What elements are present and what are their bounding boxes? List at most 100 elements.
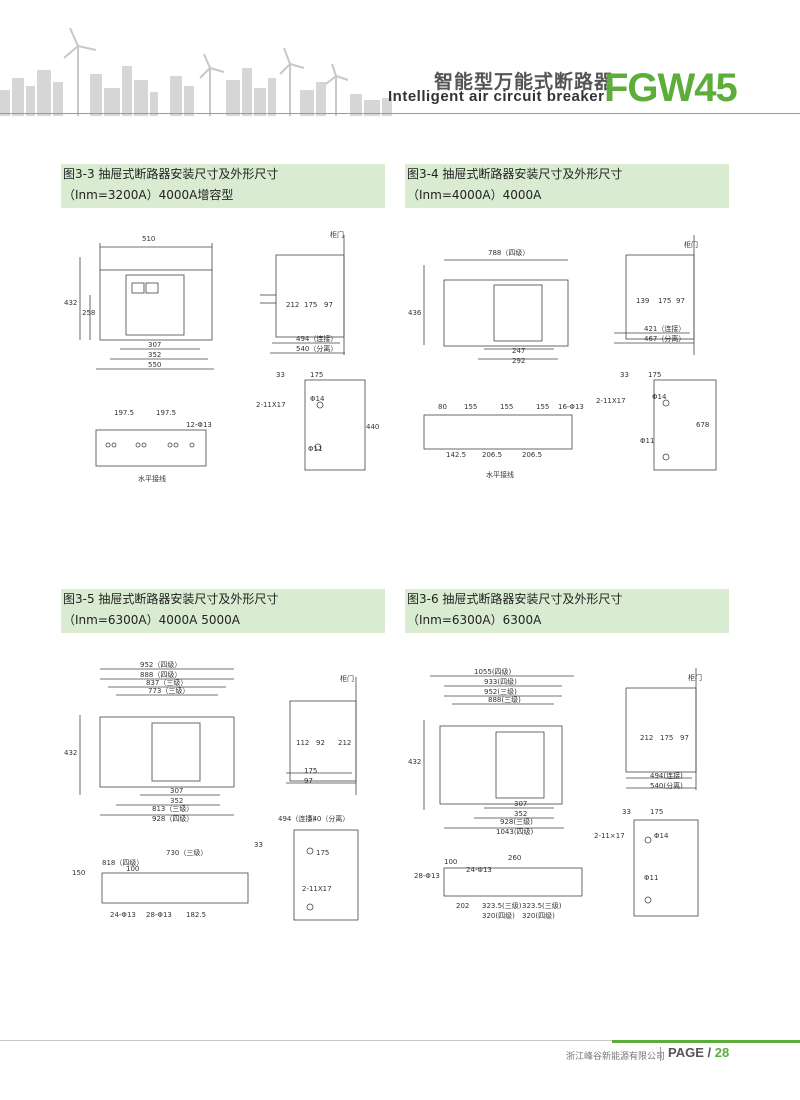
dim-label: 92 — [316, 739, 325, 747]
section-title-line1: 图3-4 抽屉式断路器安装尺寸及外形尺寸 — [407, 167, 623, 181]
dim-label: 432 — [64, 749, 77, 757]
dim-label: 197.5 — [156, 409, 176, 417]
dim-label: Φ11 — [644, 874, 658, 882]
dim-label: 540（分离） — [296, 344, 337, 353]
dim-label: 175 — [648, 371, 661, 379]
dim-label: 175 — [304, 301, 317, 309]
dim-label: 888(三级) — [488, 695, 521, 704]
footer-accent-bar — [612, 1040, 800, 1043]
dim-label: 307 — [514, 800, 527, 808]
header-title-cn: 智能型万能式断路器 — [434, 71, 615, 93]
dim-label: 436 — [408, 309, 422, 317]
section-title-line1: 图3-3 抽屉式断路器安装尺寸及外形尺寸 — [63, 167, 279, 181]
city-skyline-wind-turbine-icon — [0, 28, 392, 116]
dim-label: 952(三级) — [484, 687, 517, 696]
section-title-line2: （Inm=3200A）4000A增容型 — [63, 188, 234, 202]
dim-label: 788（四级） — [488, 248, 529, 257]
dim-label: 494（连接） — [278, 814, 319, 823]
dim-label: 182.5 — [186, 911, 206, 919]
section-title-line1: 图3-6 抽屉式断路器安装尺寸及外形尺寸 — [407, 592, 623, 606]
page-number-value: 28 — [714, 1045, 730, 1060]
dim-label: 352 — [170, 797, 183, 805]
dim-label: 247 — [512, 347, 525, 355]
dim-label: 260 — [508, 854, 521, 862]
section-title-3-3: 图3-3 抽屉式断路器安装尺寸及外形尺寸 （Inm=3200A）4000A增容型 — [61, 164, 385, 208]
dim-label: 212 — [338, 739, 351, 747]
dim-label: 928（四级） — [152, 814, 193, 823]
dim-label: Φ14 — [654, 832, 669, 840]
dim-label: 928(三级) — [500, 817, 533, 826]
dim-label: Φ14 — [652, 393, 667, 401]
cabinet-door-label: 柜门 — [330, 230, 344, 239]
dim-label: 678 — [696, 421, 709, 429]
dim-label: 837（三级） — [146, 678, 187, 687]
drawing-3-4: 788（四级） 436 247 292 柜门 139 175 97 421（连接… — [408, 235, 717, 479]
dim-label: 352 — [514, 810, 527, 818]
dim-label: 818（四级） — [102, 858, 143, 867]
dim-label: 1043(四级) — [496, 827, 534, 836]
footer-divider — [0, 1040, 800, 1041]
dim-label: 323.5(三级) — [522, 901, 562, 910]
dim-label: 550 — [148, 361, 161, 369]
dim-label: 12-Φ13 — [186, 421, 212, 429]
section-title-3-4: 图3-4 抽屉式断路器安装尺寸及外形尺寸 （Inm=4000A）4000A — [405, 164, 729, 208]
cabinet-door-label: 柜门 — [340, 674, 354, 683]
dim-label: 206.5 — [522, 451, 542, 459]
dim-label: 100 — [126, 865, 139, 873]
dim-label: 888（四级） — [140, 670, 181, 679]
dim-label: 28-Φ13 — [414, 872, 440, 880]
header-title-en: Intelligent air circuit breaker — [388, 88, 605, 105]
page-number: PAGE / 28 — [668, 1045, 729, 1060]
dim-label: 540（分离） — [308, 814, 349, 823]
dim-label: 307 — [170, 787, 183, 795]
dim-label: 97 — [304, 777, 313, 785]
dim-label: 155 — [464, 403, 477, 411]
dim-label: 320(四级) — [482, 911, 515, 920]
footer-company: 浙江峰谷新能源有限公司 — [566, 1052, 666, 1062]
dim-label: Φ14 — [310, 395, 325, 403]
dim-label: 33 — [254, 841, 263, 849]
dim-label: 292 — [512, 357, 525, 365]
dim-label: 494(连接) — [650, 771, 683, 780]
dim-label: 952（四级） — [140, 660, 181, 669]
dim-label: 139 — [636, 297, 649, 305]
header-divider — [0, 113, 800, 114]
dim-label: 202 — [456, 902, 469, 910]
dim-label: 97 — [324, 301, 333, 309]
dim-label: 33 — [276, 371, 285, 379]
dim-label: 175 — [316, 849, 329, 857]
section-title-line2: （Inm=6300A）6300A — [407, 613, 542, 627]
dim-label: 24-Φ13 — [110, 911, 136, 919]
dim-label: 494（连接） — [296, 334, 337, 343]
dim-label: 142.5 — [446, 451, 466, 459]
dim-label: 813（三级） — [152, 804, 193, 813]
drawing-3-6: 1055(四级) 933(四级) 952(三级) 888(三级) 432 307… — [408, 667, 702, 920]
dim-label: 206.5 — [482, 451, 502, 459]
dim-label: 730（三级） — [166, 848, 207, 857]
dim-label: 16-Φ13 — [558, 403, 584, 411]
dim-label: 150 — [72, 869, 85, 877]
dim-label: 175 — [310, 371, 323, 379]
section-title-line2: （Inm=6300A）4000A 5000A — [63, 613, 240, 627]
drawing-3-5: 952（四级） 888（四级） 837（三级） 773（三级） 432 307 … — [64, 660, 359, 921]
dim-label: 197.5 — [114, 409, 134, 417]
dim-label: Φ11 — [308, 445, 322, 453]
dim-label: 323.5(三级) — [482, 901, 522, 910]
dim-label: 510 — [142, 235, 155, 243]
dim-label: 28-Φ13 — [146, 911, 172, 919]
dim-label: 155 — [536, 403, 549, 411]
dim-label: 212 — [286, 301, 299, 309]
horizontal-wiring-label: 水平接线 — [486, 470, 514, 479]
cabinet-door-label: 柜门 — [684, 240, 698, 249]
dim-label: Φ11 — [640, 437, 654, 445]
dim-label: 212 — [640, 734, 653, 742]
section-title-3-6: 图3-6 抽屉式断路器安装尺寸及外形尺寸 （Inm=6300A）6300A — [405, 589, 729, 633]
footer-separator — [660, 1047, 661, 1061]
dim-label: 432 — [408, 758, 421, 766]
dim-label: 155 — [500, 403, 513, 411]
dim-label: 440 — [366, 423, 379, 431]
dim-label: 933(四级) — [484, 677, 517, 686]
dim-label: 540(分离) — [650, 781, 683, 790]
dim-label: 175 — [650, 808, 663, 816]
dim-label: 175 — [658, 297, 671, 305]
